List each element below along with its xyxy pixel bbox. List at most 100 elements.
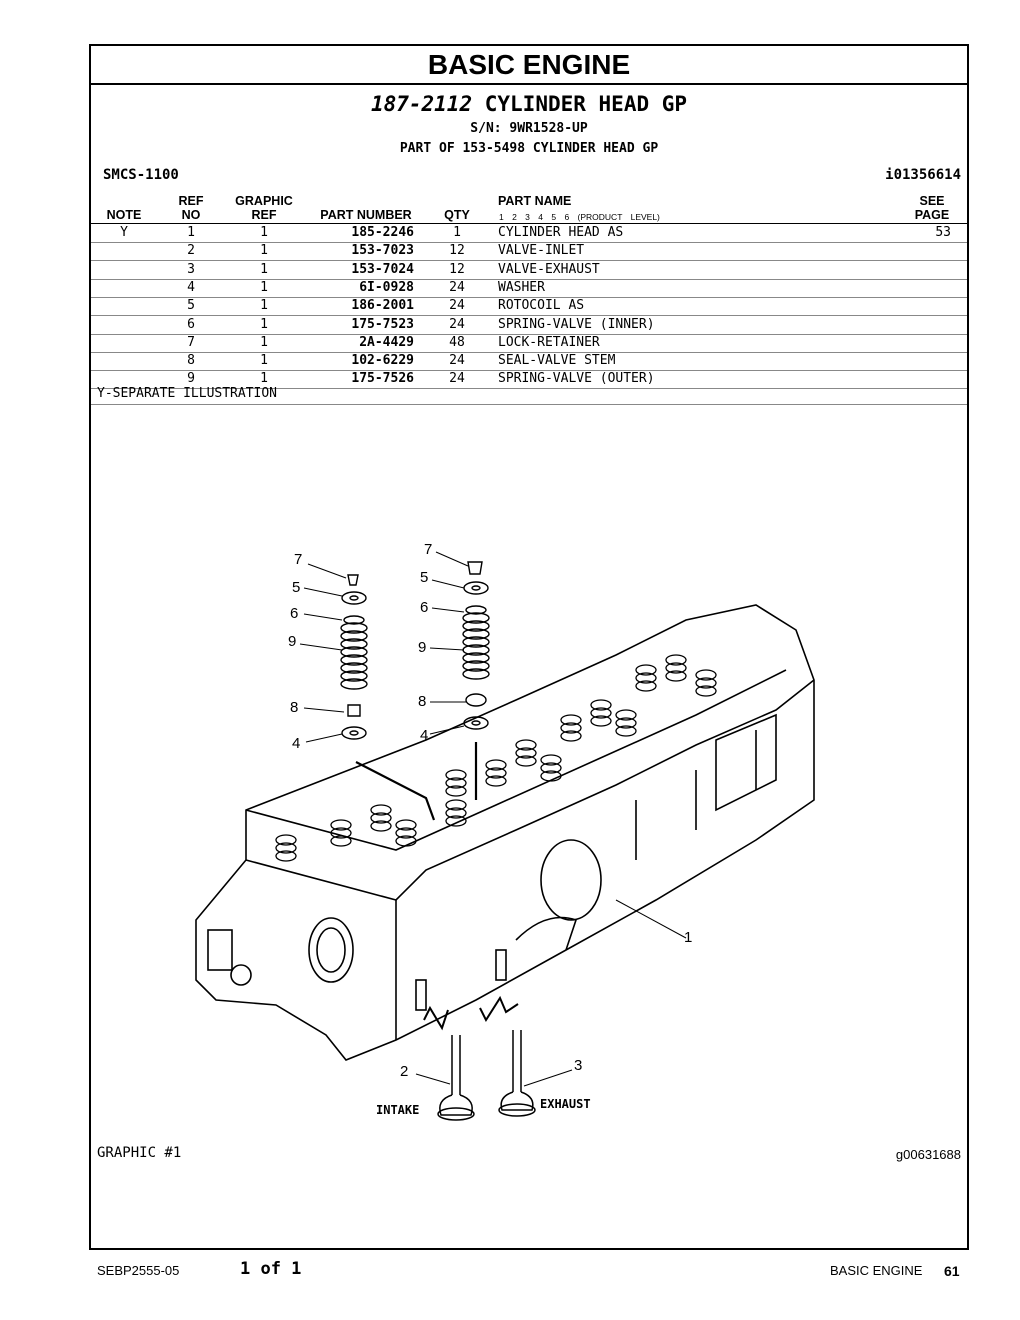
callout-4-right: 4 [420, 727, 428, 744]
cell-ref: 1 [187, 225, 195, 240]
row-divider [91, 351, 967, 353]
cell-pn: 102-6229 [351, 353, 414, 369]
exploded-illustration: 7 5 6 9 8 4 7 5 6 9 8 4 1 2 3 INTAKE EXH… [195, 541, 815, 1121]
cell-ref: 2 [187, 243, 195, 259]
cell-see: 53 [935, 225, 951, 240]
callout-4-left: 4 [292, 735, 300, 752]
group-part-number: 187-2112 [370, 92, 473, 116]
callout-5-left: 5 [292, 579, 300, 596]
cell-gref: 1 [260, 261, 268, 277]
row-divider [91, 333, 967, 335]
header-divider [91, 223, 967, 224]
left-valve-stack [340, 574, 436, 821]
col-see-top: SEE [919, 194, 945, 208]
group-title: 187-2112 CYLINDER HEAD GP [91, 92, 967, 116]
col-ref-bottom: NO [181, 208, 201, 222]
cell-ref: 7 [187, 334, 195, 350]
callout-numbers: 7 5 6 9 8 4 7 5 6 9 8 4 1 2 3 [288, 541, 692, 1080]
cell-pn: 175-7523 [351, 316, 414, 332]
callout-7-right: 7 [424, 541, 432, 558]
col-part-name: PART NAME [498, 194, 572, 208]
cell-name: SPRING-VALVE (OUTER) [498, 371, 655, 387]
col-graphic-ref: GRAPHIC REF [223, 194, 305, 222]
row-divider [91, 278, 967, 280]
cell-name: SPRING-VALVE (INNER) [498, 316, 655, 332]
note-legend: Y-SEPARATE ILLUSTRATION [97, 386, 278, 401]
row-divider [91, 388, 967, 390]
page-frame: BASIC ENGINE 187-2112 CYLINDER HEAD GP S… [89, 44, 969, 1250]
leader-lines [299, 551, 687, 1087]
serial-number: S/N: 9WR1528-UP [470, 121, 588, 136]
footer-page-number: 61 [944, 1263, 960, 1279]
cell-pn: 185-2246 [351, 225, 414, 240]
cell-pn: 175-7526 [351, 371, 414, 387]
callout-2: 2 [400, 1063, 408, 1080]
cell-gref: 1 [260, 243, 268, 259]
cell-gref: 1 [260, 279, 268, 295]
graphic-label: GRAPHIC #1 [97, 1145, 182, 1161]
cell-ref: 8 [187, 353, 195, 369]
row-divider [91, 260, 967, 262]
callout-9-right: 9 [418, 639, 426, 656]
part-of: PART OF 153-5498 CYLINDER HEAD GP [399, 141, 659, 156]
callout-5-right: 5 [420, 569, 428, 586]
right-valve-stack [462, 561, 490, 800]
callout-7-left: 7 [294, 551, 302, 568]
section-title: BASIC ENGINE [91, 46, 967, 85]
cell-qty: 48 [449, 334, 465, 350]
row-divider [91, 296, 967, 298]
row-divider [91, 315, 967, 317]
cell-qty: 12 [449, 261, 465, 277]
callout-8-left: 8 [290, 699, 298, 716]
cell-qty: 24 [449, 371, 465, 387]
col-see-page: SEE PAGE [907, 194, 957, 222]
valves [423, 995, 536, 1121]
cell-qty: 24 [449, 316, 465, 332]
col-graphic-top: GRAPHIC [235, 194, 293, 208]
row-divider [91, 242, 967, 243]
cell-pn: 186-2001 [351, 298, 414, 314]
callout-9-left: 9 [288, 633, 296, 650]
footer-doc: SEBP2555-05 [97, 1263, 180, 1278]
cell-pn: 2A-4429 [359, 334, 414, 350]
cell-gref: 1 [260, 353, 268, 369]
cell-gref: 1 [260, 225, 268, 240]
cell-ref: 4 [187, 279, 195, 295]
cell-name: VALVE-INLET [498, 243, 585, 259]
cell-gref: 1 [260, 316, 268, 332]
col-ref-top: REF [178, 194, 204, 208]
cell-pn: 153-7024 [351, 261, 414, 277]
callout-6-left: 6 [290, 605, 298, 622]
cell-ref: 6 [187, 316, 195, 332]
cell-ref: 5 [187, 298, 195, 314]
graphic-id: g00631688 [895, 1147, 961, 1162]
cell-name: LOCK-RETAINER [498, 334, 600, 350]
cell-qty: 24 [449, 279, 465, 295]
col-graphic-bottom: REF [251, 208, 277, 222]
col-part-number: PART NUMBER [320, 208, 412, 222]
cell-note: Y [120, 225, 128, 240]
cell-name: SEAL-VALVE STEM [498, 353, 616, 369]
footer-section: BASIC ENGINE [830, 1263, 923, 1278]
cell-name: WASHER [498, 279, 545, 295]
callout-3: 3 [574, 1057, 582, 1074]
callout-1: 1 [684, 929, 692, 946]
footer-page-of: 1 of 1 [240, 1259, 302, 1279]
col-ref: REF NO [171, 194, 211, 222]
callout-8-right: 8 [418, 693, 426, 710]
callout-6-right: 6 [420, 599, 428, 616]
cell-name: VALVE-EXHAUST [498, 261, 600, 277]
cell-name: CYLINDER HEAD AS [498, 225, 624, 240]
note-divider [91, 404, 967, 405]
cylinder-head-drawing [195, 604, 815, 1061]
cell-qty: 1 [453, 225, 461, 240]
cell-name: ROTOCOIL AS [498, 298, 585, 314]
col-see-bottom: PAGE [914, 208, 950, 222]
valve-spring-clusters [275, 654, 717, 862]
col-qty: QTY [444, 208, 470, 222]
intake-label: INTAKE [376, 1103, 419, 1117]
exhaust-label: EXHAUST [540, 1097, 591, 1111]
cell-gref: 1 [260, 334, 268, 350]
col-product-level: 1 2 3 4 5 6 (PRODUCT LEVEL) [499, 212, 660, 222]
group-name: CYLINDER HEAD GP [484, 92, 688, 116]
